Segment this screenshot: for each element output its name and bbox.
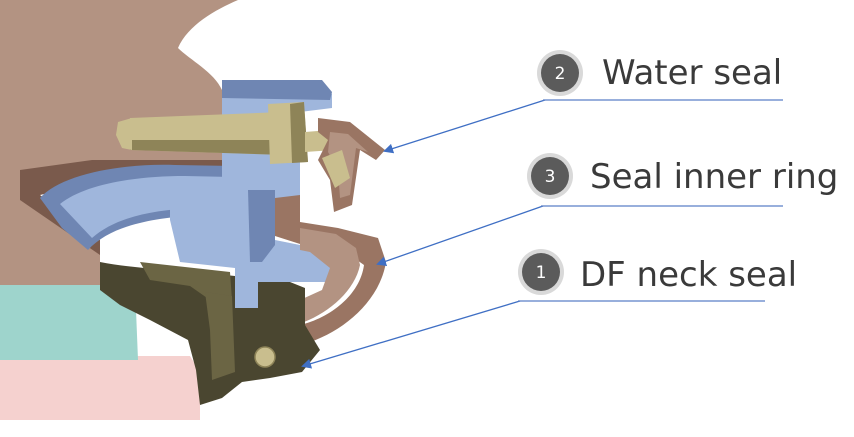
- leader-line-water-seal: [383, 99, 546, 154]
- pink-base-block: [0, 356, 200, 420]
- bolt-tip: [116, 118, 132, 150]
- badge-circle: [541, 54, 579, 92]
- df-neck-seal: [100, 262, 320, 405]
- water-seal-inner: [328, 132, 368, 198]
- water-seal-clip: [322, 150, 350, 188]
- leader-line-seal-inner-ring: [376, 205, 544, 267]
- badge-circle: [522, 253, 560, 291]
- callout-df-neck-seal: 1 DF neck seal: [518, 249, 797, 295]
- callout-water-seal: 2 Water seal: [537, 50, 782, 96]
- df-neck-seal-lip: [205, 292, 235, 380]
- leader-line-df-neck-seal: [301, 300, 521, 369]
- callout-label: Seal inner ring: [590, 157, 838, 197]
- seal-pin: [254, 346, 276, 368]
- df-neck-seal-face: [140, 262, 232, 300]
- seal-inner-ring-inner: [300, 228, 360, 322]
- teal-block: [0, 285, 138, 360]
- badge-number: 1: [536, 263, 547, 283]
- bolt-nut-shade: [290, 102, 308, 163]
- blue-main-body-shade: [248, 190, 275, 262]
- bolt-shank-shade: [130, 140, 286, 155]
- badge-number: 2: [555, 64, 566, 84]
- badge-number: 3: [545, 167, 556, 187]
- blue-upper-carrier-edge: [222, 80, 332, 100]
- callout-seal-inner-ring: 3 Seal inner ring: [527, 153, 838, 199]
- housing-body: [0, 0, 238, 285]
- badge-circle: [531, 157, 569, 195]
- callout-label: Water seal: [602, 53, 782, 93]
- callout-label: DF neck seal: [580, 255, 797, 295]
